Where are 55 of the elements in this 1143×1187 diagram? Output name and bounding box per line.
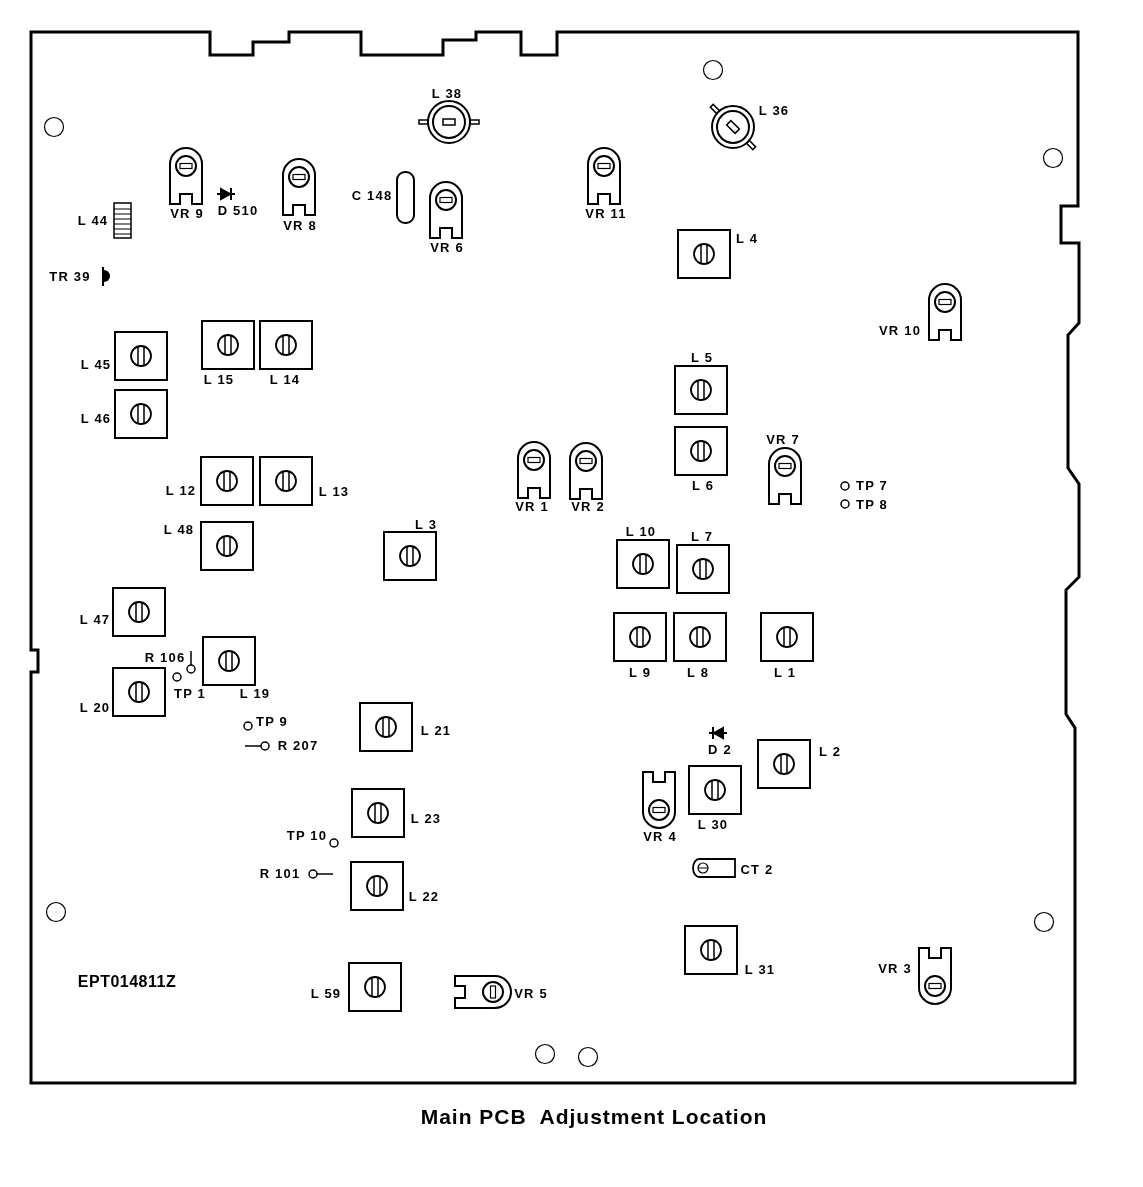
part-label: L 8 [686, 665, 710, 679]
part-label: L 14 [269, 372, 301, 386]
part-label: C 148 [351, 188, 393, 202]
part-label: L 45 [80, 357, 112, 371]
part-label: VR 5 [514, 986, 548, 1000]
part-label: L 21 [420, 723, 452, 737]
part-label: L 23 [410, 811, 442, 825]
part-label: L 48 [163, 522, 195, 536]
part-label: L 20 [79, 700, 111, 714]
part-label: VR 3 [878, 961, 912, 975]
part-label: TP 8 [856, 497, 888, 511]
part-label: L 38 [431, 86, 463, 100]
part-label: L 3 [414, 517, 438, 531]
part-label: L 19 [239, 686, 271, 700]
part-label: R 101 [259, 866, 301, 880]
part-label: L 9 [628, 665, 652, 679]
part-label: R 207 [277, 738, 319, 752]
part-label: L 1 [773, 665, 797, 679]
part-label: VR 1 [515, 499, 549, 513]
part-label: R 106 [144, 650, 186, 664]
part-label: VR 8 [283, 218, 317, 232]
part-label: L 15 [203, 372, 235, 386]
part-label: L 2 [818, 744, 842, 758]
part-label: L 46 [80, 411, 112, 425]
part-label: L 13 [318, 484, 350, 498]
part-label: L 4 [735, 231, 759, 245]
part-label: TP 7 [856, 478, 888, 492]
part-label: TP 10 [286, 828, 328, 842]
part-label: VR 7 [766, 432, 800, 446]
part-label: L 10 [625, 524, 657, 538]
part-number: EPT014811Z [77, 974, 177, 990]
part-label: VR 9 [170, 206, 204, 220]
part-label: CT 2 [740, 862, 774, 876]
part-label: VR 11 [585, 206, 627, 220]
part-label: VR 2 [571, 499, 605, 513]
part-label: TR 39 [49, 269, 91, 283]
part-label: TP 1 [174, 686, 206, 700]
part-label: L 6 [691, 478, 715, 492]
part-label: L 59 [310, 986, 342, 1000]
part-label: D 510 [217, 203, 259, 217]
part-label: L 31 [744, 962, 776, 976]
part-label: D 2 [708, 742, 732, 756]
part-label: TP 9 [256, 714, 288, 728]
part-label: VR 4 [643, 829, 677, 843]
part-label: L 44 [77, 213, 109, 227]
part-label: VR 10 [878, 323, 922, 337]
caption: Main PCB Adjustment Location [420, 1105, 768, 1129]
part-label: L 7 [690, 529, 714, 543]
part-label: L 30 [697, 817, 729, 831]
part-label: L 47 [79, 612, 111, 626]
part-label: L 36 [758, 103, 790, 117]
part-label: L 22 [408, 889, 440, 903]
part-label: L 5 [690, 350, 714, 364]
part-label: VR 6 [430, 240, 464, 254]
part-label: L 12 [165, 483, 197, 497]
